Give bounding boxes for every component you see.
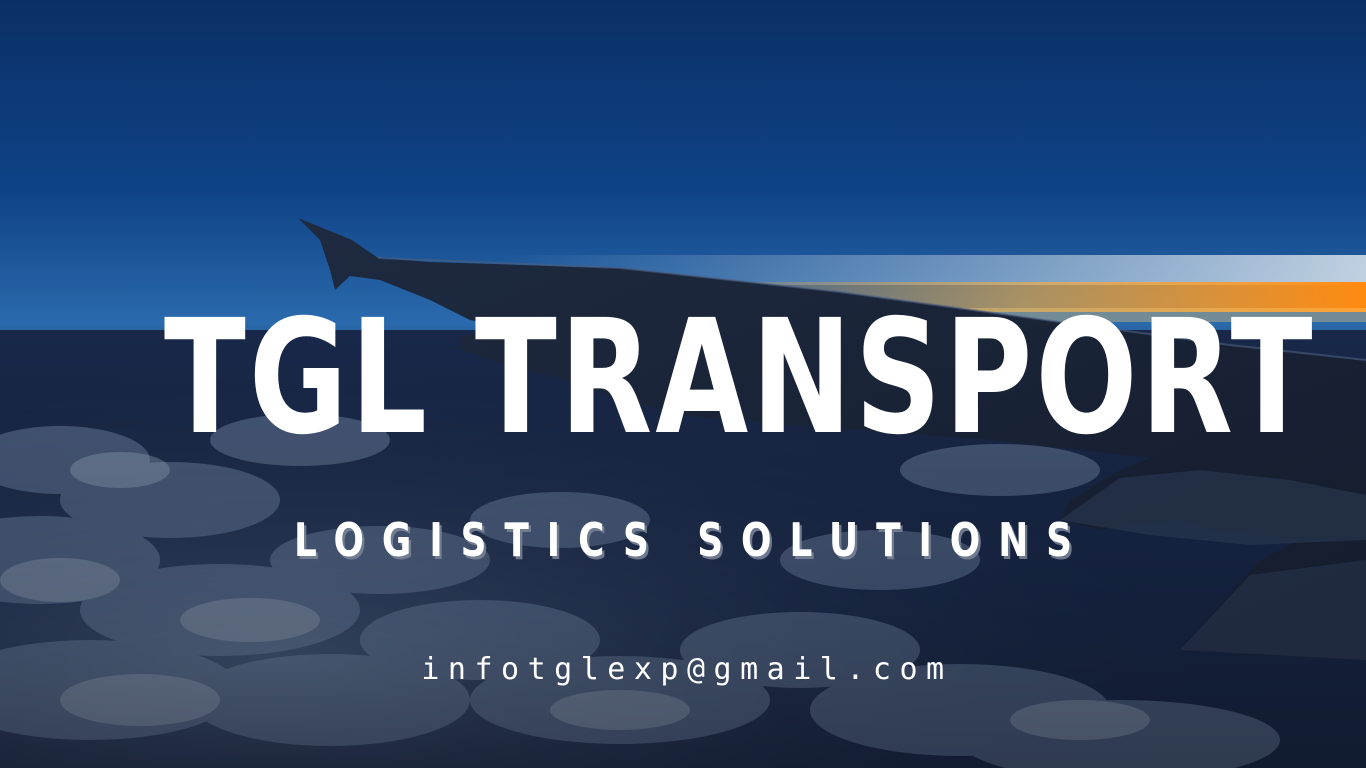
contact-email-text: infotglexp@gmail.com (421, 652, 953, 687)
company-name-headline: TGL TRANSPORT (163, 286, 1316, 470)
tagline-subheadline: LOGISTICS SOLUTIONS (293, 513, 1090, 567)
